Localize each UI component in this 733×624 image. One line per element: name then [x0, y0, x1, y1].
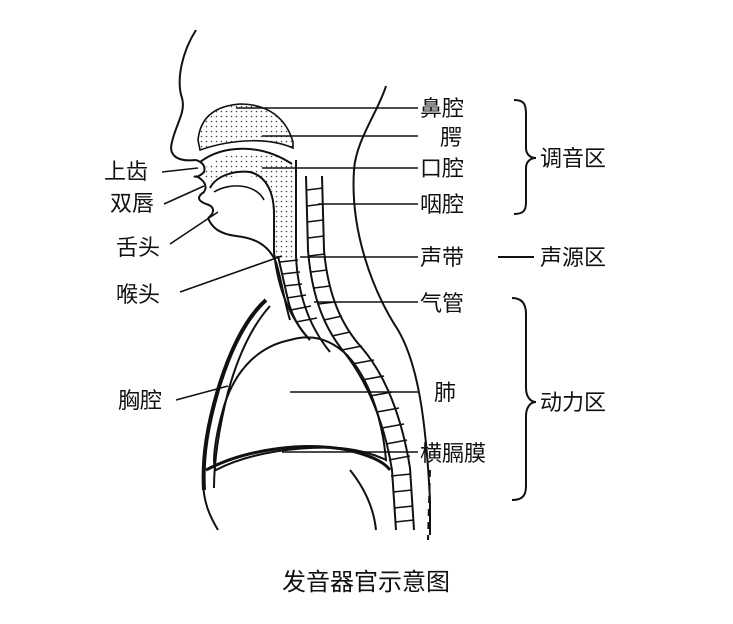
back-dashed	[427, 469, 431, 541]
label-vocal-cords: 声带	[420, 246, 464, 271]
label-upper-teeth: 上齿	[104, 160, 148, 185]
label-lips: 双唇	[110, 192, 154, 217]
vertebrae	[306, 187, 415, 523]
tongue-inner	[213, 185, 265, 201]
spine-back	[321, 175, 415, 531]
nasal-cavity-shape	[197, 103, 294, 152]
face-profile	[170, 29, 197, 162]
lips-shape	[195, 175, 214, 219]
chest-wall	[201, 298, 268, 491]
label-trachea: 气管	[420, 292, 464, 317]
label-nasal-cavity: 鼻腔	[420, 97, 464, 122]
figure-caption: 发音器官示意图	[282, 568, 450, 596]
label-tongue: 舌头	[116, 236, 160, 261]
diaphragm-shape	[205, 445, 392, 472]
label-articulation-zone: 调音区	[540, 147, 606, 172]
chest-wall-inner	[213, 305, 271, 489]
abdomen-outline	[202, 469, 377, 531]
label-chest-cavity: 胸腔	[118, 389, 162, 414]
spine-front	[305, 175, 397, 531]
tongue-shape	[209, 170, 275, 252]
label-palate: 腭	[440, 126, 462, 151]
label-oral-cavity: 口腔	[420, 157, 464, 182]
label-pharynx: 咽腔	[420, 193, 464, 218]
label-source-zone: 声源区	[540, 246, 606, 271]
power-brace	[511, 297, 537, 501]
back-outline	[352, 85, 431, 535]
articulation-brace	[513, 99, 537, 215]
leader-lines	[161, 107, 418, 453]
label-lung: 肺	[434, 381, 456, 406]
label-power-zone: 动力区	[540, 391, 606, 416]
palate-shape	[199, 147, 293, 165]
label-diaphragm: 横膈膜	[420, 442, 486, 467]
trachea-rings	[279, 259, 318, 323]
label-larynx: 喉头	[116, 283, 160, 308]
trachea-front	[277, 255, 311, 341]
